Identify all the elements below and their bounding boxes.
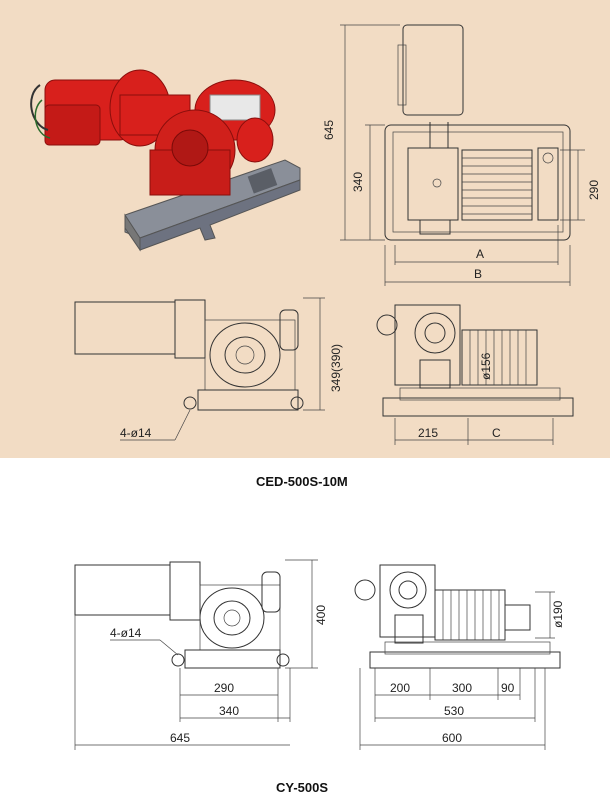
dim-290-top: 290 xyxy=(587,180,601,200)
dim-drum-190: ø190 xyxy=(551,600,565,628)
dim-340-bottom: 340 xyxy=(219,704,239,718)
front-view-drawing xyxy=(376,304,574,445)
side-view-drawing xyxy=(74,297,325,441)
dim-a: A xyxy=(476,247,484,261)
dim-c: C xyxy=(492,426,501,440)
dim-530: 530 xyxy=(444,704,464,718)
dim-200: 200 xyxy=(390,681,410,695)
dim-645-bottom: 645 xyxy=(170,731,190,745)
dim-600: 600 xyxy=(442,731,462,745)
dim-90: 90 xyxy=(501,681,515,695)
dim-349-390: 349(390) xyxy=(329,344,343,392)
dim-340-top: 340 xyxy=(351,172,365,192)
caption-cy-500s: CY-500S xyxy=(276,780,329,795)
winch-photo xyxy=(30,69,301,252)
dim-290-bottom: 290 xyxy=(214,681,234,695)
dim-drum-156: ø156 xyxy=(479,352,493,380)
top-view-drawing xyxy=(340,24,585,286)
dim-b: B xyxy=(474,267,482,281)
label-holes-bottom: 4-ø14 xyxy=(110,626,142,640)
caption-ced-500s-10m: CED-500S-10M xyxy=(256,474,348,489)
dim-215: 215 xyxy=(418,426,438,440)
cy-front-view-drawing xyxy=(354,564,561,750)
top-panel-background xyxy=(0,0,610,458)
dim-645-top: 645 xyxy=(322,120,336,140)
dim-400: 400 xyxy=(314,605,328,625)
dim-300: 300 xyxy=(452,681,472,695)
cy-side-view-drawing xyxy=(74,559,318,750)
label-holes-top: 4-ø14 xyxy=(120,426,152,440)
